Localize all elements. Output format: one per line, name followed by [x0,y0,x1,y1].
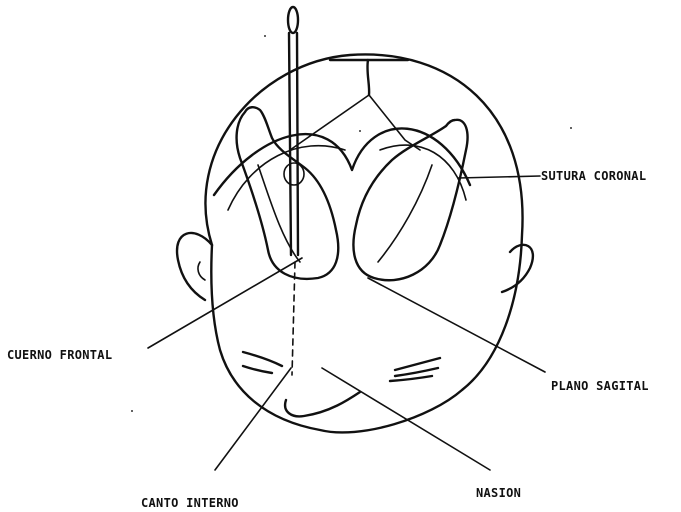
right-ear [502,245,533,292]
catheter-tip [288,7,298,33]
speck [359,130,361,132]
speck [131,410,133,412]
catheter-shaft-left [289,33,291,255]
speck [264,35,266,37]
left-ear [177,233,212,300]
speck [570,127,572,129]
left-eye-lower [243,366,272,373]
left-ear-inner [198,262,205,280]
label-sutura-coronal: SUTURA CORONAL [541,169,646,183]
plano-sagital-leader [368,278,545,372]
left-eye-upper [243,352,282,366]
label-plano-sagital: PLANO SAGITAL [551,379,649,393]
midline-upper-right [369,95,420,150]
canto-interno-leader [215,368,291,470]
catheter-trajectory-dashed [292,262,295,375]
nasion-leader [322,368,490,470]
right-ventricle-inner [378,165,432,262]
sutura-coronal-leader [458,176,540,178]
label-nasion: NASION [476,486,521,500]
right-ventricle-arc [380,145,466,200]
cuerno-frontal-leader [148,258,302,348]
coronal-suture [214,128,470,195]
burr-hole [284,163,304,185]
left-ventricle-inner [258,165,300,262]
label-cuerno-frontal: CUERNO FRONTAL [7,348,112,362]
nose [285,392,360,416]
head-outline [205,54,522,432]
posterior-t-stem [367,60,369,95]
left-lateral-ventricle [237,107,339,279]
label-canto-interno: CANTO INTERNO [141,496,239,510]
catheter-shaft-right [297,33,298,255]
